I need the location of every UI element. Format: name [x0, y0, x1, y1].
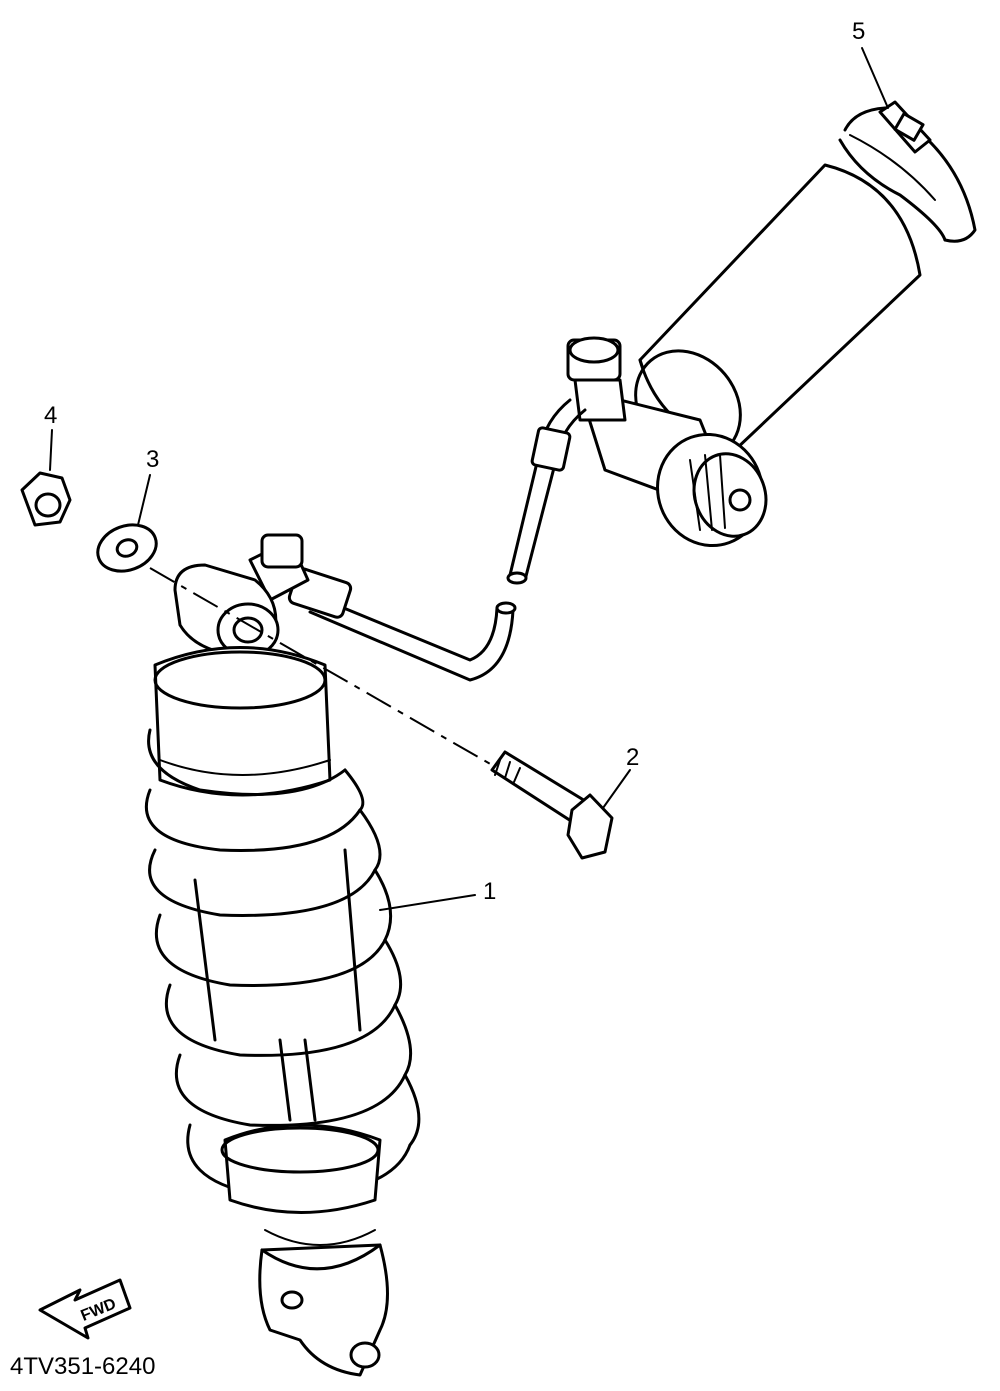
callout-4: 4: [44, 402, 58, 429]
callout-1: 1: [483, 878, 497, 905]
mounting-bolt: [490, 750, 614, 860]
callout-2: 2: [626, 744, 640, 771]
hose-upper: [506, 398, 587, 585]
hose-clamp-band: [838, 100, 977, 243]
leader-line-5: [861, 47, 889, 109]
shock-lower-mount: [220, 1123, 389, 1377]
shock-body: [153, 646, 332, 797]
callout-3: 3: [146, 446, 160, 473]
reservoir-adjuster: [578, 388, 768, 548]
reservoir-banjo-fitting: [566, 336, 627, 422]
fwd-arrow-icon: FWD: [38, 1278, 132, 1340]
assembly-axis-line: [149, 567, 493, 766]
leader-line-1: [379, 894, 476, 911]
leader-line-3: [137, 474, 151, 526]
nut: [20, 471, 72, 527]
shock-spring: [144, 728, 421, 1197]
shock-upper-mount: [173, 533, 310, 658]
drawing-code: 4TV351-6240: [10, 1353, 156, 1380]
leader-line-2: [602, 769, 631, 809]
callout-5: 5: [852, 18, 866, 45]
washer: [96, 523, 158, 573]
shock-shaft: [193, 848, 362, 1122]
leader-line-4: [49, 429, 53, 471]
